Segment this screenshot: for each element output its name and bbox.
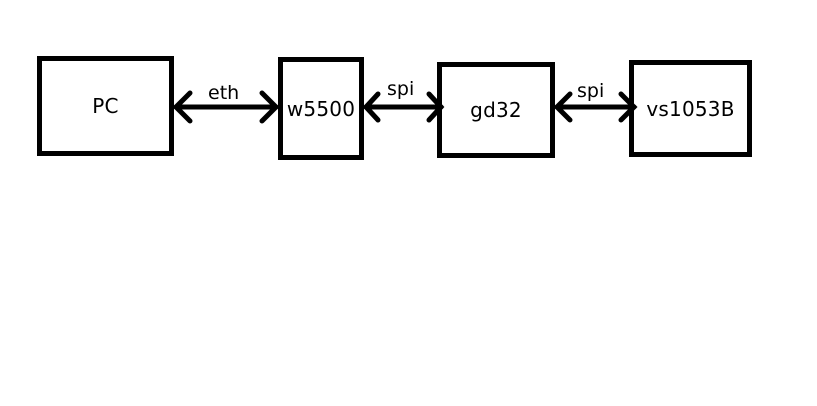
node-pc: PC [37,56,174,156]
node-gd32-label: gd32 [470,98,522,122]
edge-gd32-vs1053b-arrow [553,91,638,123]
edge-pc-w5500-arrow [172,90,280,124]
edge-w5500-gd32-arrow [362,91,445,123]
edge-label-eth: eth [208,82,240,104]
edge-label-spi-2: spi [577,80,605,102]
node-w5500-label: w5500 [286,96,356,121]
node-vs1053b-label: vs1053B [646,96,735,121]
node-gd32: gd32 [437,62,555,158]
edge-label-spi-1: spi [387,78,415,100]
node-pc-label: PC [92,94,119,118]
node-w5500: w5500 [278,57,364,160]
